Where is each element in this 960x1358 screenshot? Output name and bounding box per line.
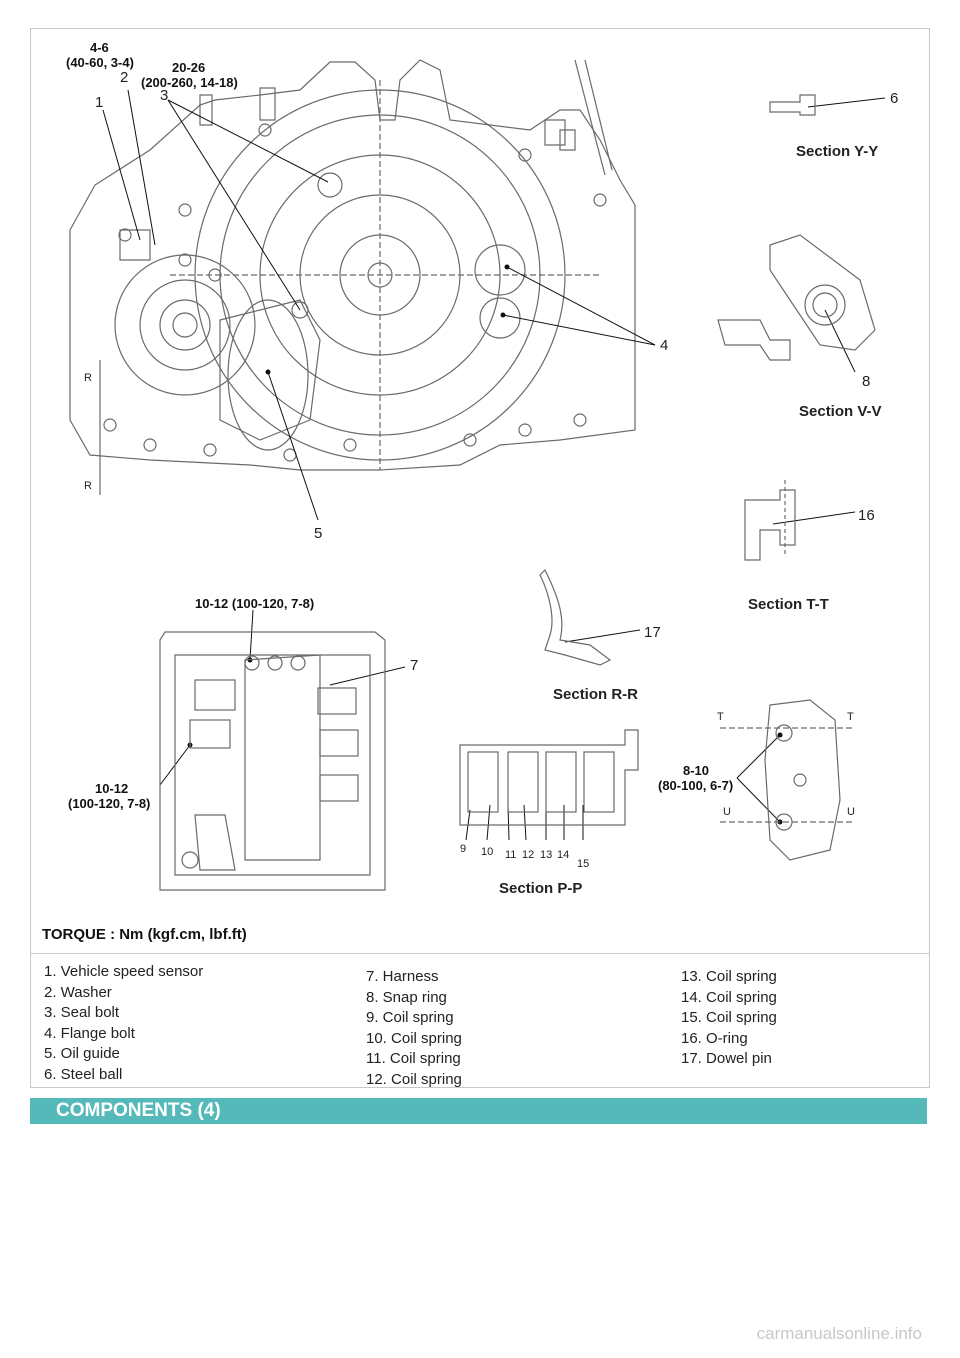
torque-unit-note: TORQUE : Nm (kgf.cm, lbf.ft): [42, 926, 247, 943]
section-vv-sketch: [717, 234, 876, 361]
transmission-diagram: [69, 59, 886, 891]
differential-outer: [114, 254, 256, 396]
legend-item: 16. O-ring: [681, 1029, 748, 1047]
legend-item: 12. Coil spring: [366, 1070, 462, 1088]
section-rr-sketch: [539, 568, 612, 666]
section-mark-t-left: T: [717, 711, 724, 723]
legend-item: 15. Coil spring: [681, 1009, 777, 1026]
watermark: carmanualsonline.info: [756, 1324, 922, 1343]
section-mark-r-lower: R: [84, 480, 92, 492]
section-header-title: COMPONENTS (4): [56, 1100, 221, 1121]
callout-15: 15: [577, 858, 590, 870]
leader-dots: [187, 264, 783, 825]
legend-column-3: 13. Coil spring 14. Coil spring 15. Coil…: [681, 967, 777, 1070]
oil-guide-outline: [227, 299, 309, 451]
callout-9: 9: [460, 843, 467, 855]
callout-4: 4: [660, 337, 669, 354]
torque-label-10-12-top: 10-12 (100-120, 7-8): [195, 596, 315, 611]
bolt-holes: [103, 123, 607, 462]
callout-1: 1: [95, 94, 104, 111]
legend-item: 13. Coil spring: [681, 968, 777, 985]
callout-8: 8: [862, 373, 871, 390]
section-header-bar: COMPONENTS (4): [30, 1098, 927, 1124]
section-title-yy: Section Y-Y: [796, 143, 879, 160]
section-title-vv: Section V-V: [799, 403, 882, 420]
torque-units-8-10: (80-100, 6-7): [658, 778, 734, 793]
torque-units-20-26: (200-260, 14-18): [141, 75, 238, 90]
callout-12: 12: [522, 849, 535, 861]
legend-item: 17. Dowel pin: [681, 1050, 772, 1067]
callout-16: 16: [858, 507, 875, 524]
section-yy-sketch: [769, 94, 816, 116]
legend-item: 6. Steel ball: [44, 1065, 123, 1083]
legend-item: 14. Coil spring: [681, 988, 777, 1006]
legend-item: 7. Harness: [366, 968, 439, 985]
callout-13: 13: [540, 849, 553, 861]
torque-units-10-12-left: (100-120, 7-8): [68, 796, 151, 811]
legend-column-1: 1. Vehicle speed sensor 2. Washer 3. Sea…: [44, 962, 203, 1085]
section-mark-u-right: U: [847, 806, 855, 818]
callout-2: 2: [120, 69, 129, 86]
section-uu-sketch: [720, 699, 855, 861]
section-title-rr: Section R-R: [553, 686, 639, 703]
case-outline: [69, 59, 636, 471]
torque-label-20-26: 20-26: [172, 60, 206, 75]
torque-label-4-6: 4-6: [90, 40, 109, 55]
callout-11: 11: [505, 849, 517, 861]
callout-17: 17: [644, 624, 661, 641]
section-mark-t-right: T: [847, 711, 854, 723]
section-pp-sketch: [459, 729, 639, 826]
legend-item: 3. Seal bolt: [44, 1004, 120, 1021]
legend-item: 10. Coil spring: [366, 1029, 462, 1047]
legend-frame: [30, 954, 930, 1088]
section-mark-r-upper: R: [84, 372, 92, 384]
callout-5: 5: [314, 525, 323, 542]
legend-item: 4. Flange bolt: [44, 1024, 135, 1042]
callout-10: 10: [481, 846, 494, 858]
section-mark-u-left: U: [723, 806, 731, 818]
callout-14: 14: [557, 849, 570, 861]
callout-6: 6: [890, 90, 899, 107]
legend-item: 5. Oil guide: [44, 1045, 120, 1062]
callout-3: 3: [160, 87, 169, 104]
section-tt-sketch: [744, 480, 796, 561]
torque-label-8-10: 8-10: [683, 763, 710, 778]
torque-label-10-12-left: 10-12: [95, 781, 129, 796]
legend-item: 8. Snap ring: [366, 988, 447, 1006]
legend-item: 9. Coil spring: [366, 1009, 454, 1026]
section-title-pp: Section P-P: [499, 880, 583, 897]
legend-column-2: 7. Harness 8. Snap ring 9. Coil spring 1…: [366, 967, 462, 1090]
callout-7: 7: [410, 657, 419, 674]
legend-item: 1. Vehicle speed sensor: [44, 963, 204, 980]
torque-units-4-6: (40-60, 3-4): [66, 55, 134, 70]
legend-item: 2. Washer: [44, 983, 112, 1001]
legend-item: 11. Coil spring: [366, 1050, 461, 1067]
valve-body-sketch: [159, 631, 386, 891]
section-title-tt: Section T-T: [748, 596, 829, 613]
